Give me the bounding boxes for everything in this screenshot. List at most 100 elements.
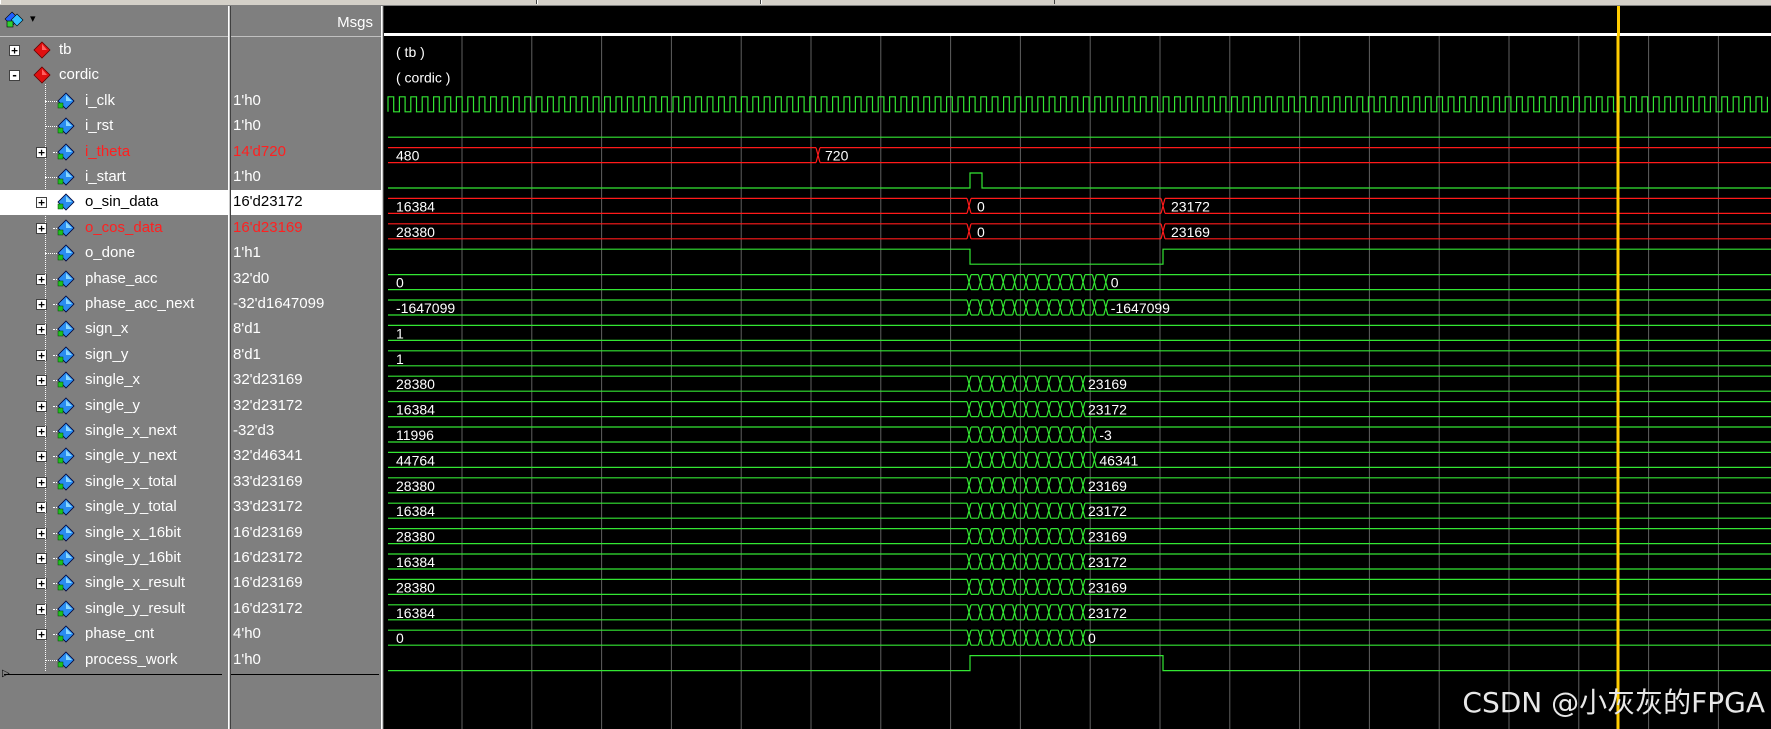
- expand-icon[interactable]: +: [36, 324, 47, 336]
- signal-name: i_clk: [85, 91, 116, 109]
- module-wave-label: ( cordic ): [396, 69, 450, 85]
- expand-icon[interactable]: +: [36, 197, 47, 209]
- value-row-i_rst[interactable]: 1'h0: [231, 114, 381, 139]
- signal-row-process_work[interactable]: process_work: [0, 648, 228, 673]
- value-row-i_theta[interactable]: 14'd720: [231, 140, 381, 165]
- value-row-tb[interactable]: [231, 38, 381, 63]
- signal-diamond-icon: [57, 651, 75, 669]
- expand-icon[interactable]: +: [36, 502, 47, 514]
- signal-row-single_y_result[interactable]: +single_y_result: [0, 597, 228, 622]
- signal-diamond-icon: [57, 117, 75, 135]
- signal-row-o_done[interactable]: o_done: [0, 241, 228, 266]
- expand-icon[interactable]: +: [36, 451, 47, 463]
- collapse-icon[interactable]: -: [9, 70, 20, 82]
- expand-icon[interactable]: +: [36, 426, 47, 437]
- value-row-single_x_total[interactable]: 33'd23169: [231, 470, 381, 495]
- tab-1[interactable]: [0, 0, 537, 4]
- value-row-i_start[interactable]: 1'h0: [231, 165, 381, 190]
- value-row-single_y_result[interactable]: 16'd23172: [231, 597, 381, 622]
- signal-row-cordic[interactable]: -cordic: [0, 63, 228, 88]
- signal-row-i_theta[interactable]: +i_theta: [0, 140, 228, 165]
- time-cursor-header[interactable]: [1617, 6, 1620, 36]
- signal-row-single_y_next[interactable]: +single_y_next: [0, 444, 228, 469]
- value-row-process_work[interactable]: 1'h0: [231, 648, 381, 673]
- signal-diamond-icon: [57, 422, 75, 440]
- value-row-single_y_total[interactable]: 33'd23172: [231, 495, 381, 520]
- expand-icon[interactable]: +: [9, 45, 20, 56]
- signal-row-single_x_total[interactable]: +single_x_total: [0, 470, 228, 495]
- signal-row-tb[interactable]: +tb: [0, 38, 228, 63]
- expand-icon[interactable]: +: [36, 603, 47, 615]
- value-row-o_done[interactable]: 1'h1: [231, 241, 381, 266]
- value-row-single_x[interactable]: 32'd23169: [231, 368, 381, 393]
- signal-value: 16'd23172: [233, 193, 303, 211]
- signal-row-single_x_16bit[interactable]: + single_x_16bit: [0, 521, 228, 546]
- expand-icon[interactable]: +: [36, 476, 47, 488]
- value-row-o_cos_data[interactable]: 16'd23169: [231, 216, 381, 241]
- signal-row-o_sin_data[interactable]: +o_sin_data: [0, 190, 228, 216]
- bus-value: 1: [396, 351, 404, 367]
- signal-row-phase_acc_next[interactable]: +phase_acc_next: [0, 292, 228, 317]
- value-row-single_y_next[interactable]: 32'd46341: [231, 444, 381, 469]
- signal-value: 1'h0: [233, 117, 261, 135]
- bus-wave-single_y_next: [388, 451, 1771, 468]
- bus-value: 23169: [1088, 579, 1127, 595]
- signal-row-single_y_16bit[interactable]: +single_y_16bit: [0, 546, 228, 571]
- signal-row-single_x_result[interactable]: +single_x_result: [0, 571, 228, 596]
- bus-value: 23169: [1088, 529, 1127, 545]
- signal-row-phase_cnt[interactable]: +phase_cnt: [0, 622, 228, 647]
- value-row-o_sin_data[interactable]: 16'd23172: [231, 190, 381, 216]
- expand-icon[interactable]: +: [36, 273, 47, 285]
- value-row-phase_cnt[interactable]: 4'h0: [231, 622, 381, 647]
- tab-2[interactable]: [537, 0, 761, 4]
- value-row-sign_y[interactable]: 8'd1: [231, 343, 381, 368]
- expand-icon[interactable]: +: [36, 629, 47, 641]
- value-row-cordic[interactable]: [231, 63, 381, 88]
- signal-name: single_x_16bit: [85, 523, 181, 541]
- value-row-single_y[interactable]: 32'd23172: [231, 394, 381, 419]
- expand-icon[interactable]: +: [36, 553, 47, 564]
- signal-row-phase_acc[interactable]: +phase_acc: [0, 267, 228, 292]
- expand-icon[interactable]: +: [36, 578, 47, 590]
- wave-add-icon[interactable]: [4, 11, 26, 29]
- expand-icon[interactable]: +: [36, 349, 47, 361]
- value-row-single_x_16bit[interactable]: 16'd23169: [231, 521, 381, 546]
- signal-row-i_rst[interactable]: i_rst: [0, 114, 228, 139]
- splitter-values[interactable]: [381, 6, 384, 729]
- expand-icon[interactable]: +: [36, 222, 47, 234]
- bus-value: 23172: [1088, 402, 1127, 418]
- tree-branch: [53, 608, 59, 610]
- value-row-single_x_result[interactable]: 16'd23169: [231, 571, 381, 596]
- bus-value: 0: [396, 275, 404, 291]
- value-row-i_clk[interactable]: 1'h0: [231, 89, 381, 114]
- signal-row-single_x_next[interactable]: +single_x_next: [0, 419, 228, 444]
- expand-icon[interactable]: +: [36, 146, 47, 158]
- splitter-names[interactable]: [228, 6, 231, 729]
- value-row-phase_acc_next[interactable]: -32'd1647099: [231, 292, 381, 317]
- signal-row-o_cos_data[interactable]: +o_cos_data: [0, 216, 228, 241]
- signal-row-i_start[interactable]: i_start: [0, 165, 228, 190]
- value-row-phase_acc[interactable]: 32'd0: [231, 267, 381, 292]
- signal-row-sign_y[interactable]: +sign_y: [0, 343, 228, 368]
- signal-row-single_x[interactable]: +single_x: [0, 368, 228, 393]
- signal-diamond-icon: [57, 549, 75, 567]
- signal-row-single_y[interactable]: +single_y: [0, 394, 228, 419]
- waveform-header: [384, 6, 1771, 36]
- expand-icon[interactable]: +: [36, 527, 47, 539]
- value-row-sign_x[interactable]: 8'd1: [231, 317, 381, 342]
- value-row-single_x_next[interactable]: -32'd3: [231, 419, 381, 444]
- bus-wave-single_x_total: [388, 477, 1771, 494]
- tab-3[interactable]: [761, 0, 1055, 4]
- chevron-down-icon[interactable]: ▾: [30, 13, 36, 25]
- expand-icon[interactable]: +: [36, 400, 47, 412]
- expand-icon[interactable]: +: [36, 375, 47, 387]
- expand-icon[interactable]: +: [36, 299, 47, 310]
- signal-row-i_clk[interactable]: i_clk: [0, 89, 228, 114]
- bus-value: -3: [1099, 427, 1112, 443]
- signal-row-single_y_total[interactable]: +single_y_total: [0, 495, 228, 520]
- value-row-single_y_16bit[interactable]: 16'd23172: [231, 546, 381, 571]
- signal-row-sign_x[interactable]: +sign_x: [0, 317, 228, 342]
